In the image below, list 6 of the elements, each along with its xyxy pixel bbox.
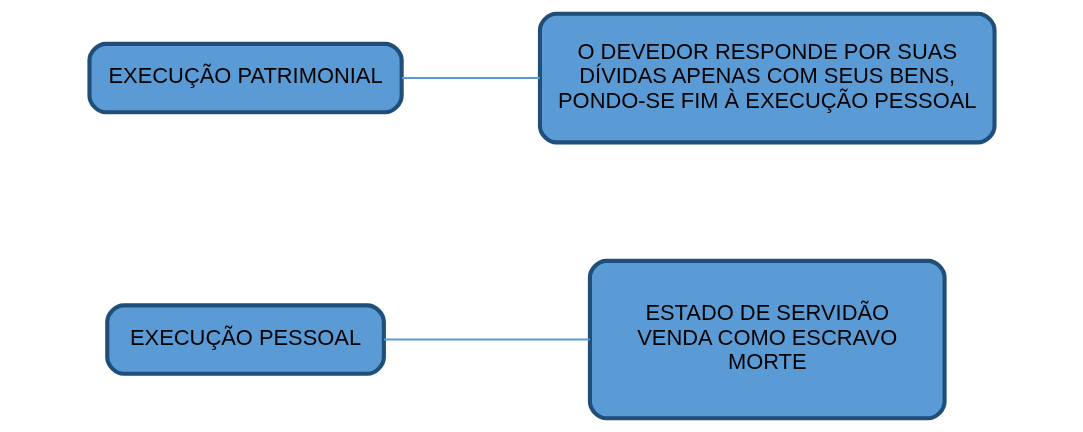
node-box: O DEVEDOR RESPONDE POR SUAS DÍVIDAS APENAS COM SEUS BENS, PONDO-SE FIM À EXECUÇÃO PESSOAL [537, 11, 997, 145]
connector [383, 338, 590, 341]
node-box: ESTADO DE SERVIDÃO VENDA COMO ESCRAVO MORTE [587, 258, 947, 421]
connector [401, 77, 540, 80]
node-box: EXECUÇÃO PATRIMONIAL [86, 41, 404, 115]
node-box: EXECUÇÃO PESSOAL [104, 303, 386, 376]
